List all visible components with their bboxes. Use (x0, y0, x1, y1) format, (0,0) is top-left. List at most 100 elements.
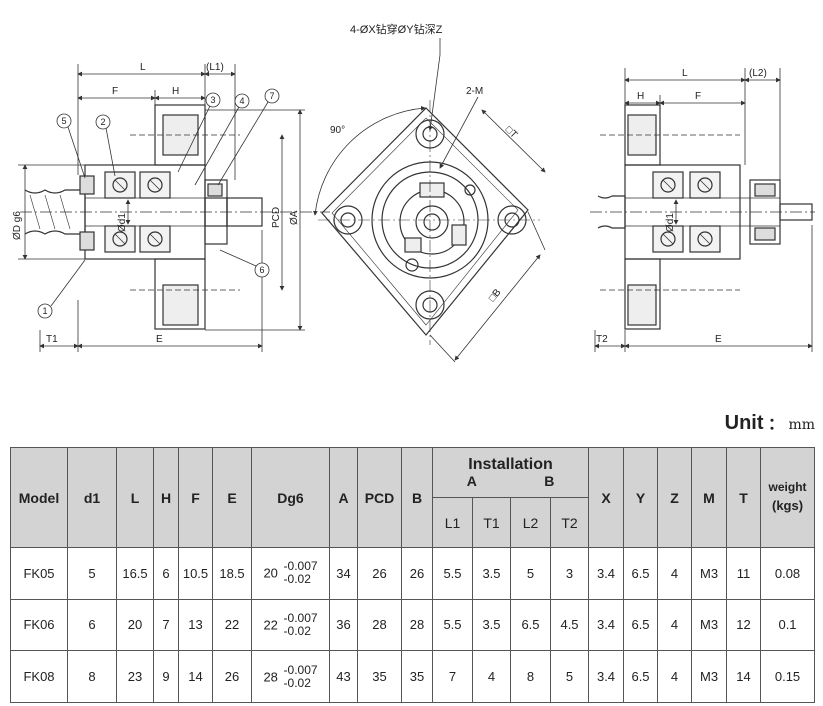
cell-T: 11 (726, 547, 762, 600)
hole-spec-label: 4-ØX钻穿ØY钻深Z (350, 22, 443, 36)
unit-colon: ： (767, 416, 784, 433)
tolerance-lower: -0.02 (283, 623, 311, 638)
cell-H: 9 (153, 650, 179, 703)
cell-L: 16.5 (116, 547, 154, 600)
tolerance-upper: -0.007 (283, 662, 318, 677)
cell-weight: 0.08 (760, 547, 816, 600)
technical-drawings: L (L1) F H E T1 Ød1 ØD g6 PCD ØA 5 2 3 4… (12, 22, 815, 363)
header-L: L (116, 447, 154, 548)
table-row: FK05 5 16.5 6 10.5 18.5 20 -0.007 -0.02 … (10, 547, 816, 600)
dg6-tolerance: -0.007 -0.02 (283, 662, 318, 690)
tolerance-upper: -0.007 (283, 559, 318, 574)
cell-X: 3.4 (588, 598, 625, 652)
front-view-dimensions (313, 38, 546, 363)
tolerance-upper: -0.007 (283, 610, 318, 625)
header-Dg6: Dg6 (251, 447, 330, 548)
cell-d1: 6 (67, 598, 117, 652)
dim-left-A: ØA (289, 210, 300, 225)
cell-H: 6 (153, 547, 179, 600)
cell-T: 14 (726, 650, 762, 703)
dim-right-d1: Ød1 (665, 213, 676, 232)
header-A: A (329, 447, 358, 548)
header-T1: T1 (472, 497, 511, 548)
front-view (318, 100, 540, 345)
spec-table: Model d1 L H F E Dg6 A PCD B Installatio… (10, 447, 816, 703)
cell-L2: 8 (510, 650, 551, 703)
part-callout-numbers: 5 2 3 4 7 6 1 (42, 91, 274, 316)
cell-PCD: 26 (357, 547, 402, 600)
cell-M: M3 (691, 650, 728, 703)
cell-Y: 6.5 (623, 650, 659, 703)
cell-A: 43 (329, 650, 358, 703)
cell-L2: 6.5 (510, 598, 551, 652)
dg6-value: 22 (263, 617, 278, 633)
dim-right-T2: T2 (596, 334, 608, 345)
left-section-view (20, 104, 330, 330)
tolerance-lower: -0.02 (283, 572, 311, 587)
cell-Z: 4 (657, 598, 693, 652)
cell-T: 12 (726, 598, 762, 652)
square-T-label: □T (503, 124, 519, 140)
table-row: FK08 8 23 9 14 26 28 -0.007 -0.02 43 35 … (10, 650, 816, 703)
header-T2: T2 (549, 497, 590, 548)
dim-left-PCD: PCD (271, 207, 282, 228)
header-Y: Y (623, 447, 659, 548)
table-header-row-1: Model d1 L H F E Dg6 A PCD B Installatio… (10, 447, 816, 548)
front-view-labels: 4-ØX钻穿ØY钻深Z 2-M 90° □T □B (330, 22, 519, 304)
header-model: Model (10, 447, 68, 548)
part-callouts (37, 88, 280, 319)
dim-right-F: F (695, 91, 701, 102)
dim-left-E: E (156, 334, 163, 345)
callout-2: 2 (100, 117, 105, 127)
callout-5: 5 (61, 116, 66, 126)
cell-E: 26 (212, 650, 252, 703)
cell-A: 36 (329, 598, 358, 652)
header-d1: d1 (67, 447, 117, 548)
header-T: T (726, 447, 762, 548)
installation-A: A (466, 473, 477, 489)
header-B: B (401, 447, 433, 548)
cell-B: 28 (401, 598, 433, 652)
right-dimension-labels: L (L2) H F E T2 Ød1 (596, 68, 767, 345)
right-dimensions (594, 68, 813, 352)
cell-A: 34 (329, 547, 358, 600)
tolerance-lower: -0.02 (283, 675, 311, 690)
cell-model: FK05 (10, 547, 68, 600)
cell-model: FK06 (10, 598, 68, 652)
cell-T2: 5 (549, 650, 590, 703)
cell-B: 26 (401, 547, 433, 600)
cell-F: 13 (178, 598, 213, 652)
dim-left-d1: Ød1 (117, 213, 128, 232)
dim-left-T1: T1 (46, 334, 58, 345)
cell-PCD: 35 (357, 650, 402, 703)
square-B-label: □B (487, 287, 504, 304)
cell-weight: 0.1 (760, 598, 816, 652)
cell-T2: 4.5 (549, 598, 590, 652)
cell-weight: 0.15 (760, 650, 816, 703)
header-weight: weight (kgs) (760, 447, 816, 548)
cell-L1: 7 (432, 650, 473, 703)
dim-right-L2: (L2) (749, 68, 767, 79)
unit-label-row: Unit ： mm (700, 410, 815, 435)
cell-F: 10.5 (178, 547, 213, 600)
installation-title: Installation (468, 456, 553, 473)
cell-d1: 5 (67, 547, 117, 600)
cell-Z: 4 (657, 547, 693, 600)
cell-L: 20 (116, 598, 154, 652)
cell-Y: 6.5 (623, 547, 659, 600)
callout-3: 3 (210, 95, 215, 105)
header-Z: Z (657, 447, 693, 548)
cell-L1: 5.5 (432, 598, 473, 652)
dim-left-F: F (112, 86, 118, 97)
cell-E: 18.5 (212, 547, 252, 600)
installation-B: B (544, 473, 555, 489)
left-dimensions (18, 64, 305, 352)
dim-left-L: L (140, 62, 146, 73)
cell-T1: 4 (472, 650, 511, 703)
cell-model: FK08 (10, 650, 68, 703)
cell-T2: 3 (549, 547, 590, 600)
cell-Dg6: 20 -0.007 -0.02 (251, 547, 330, 600)
cell-PCD: 28 (357, 598, 402, 652)
angle-label: 90° (330, 125, 345, 136)
dg6-tolerance: -0.007 -0.02 (284, 560, 318, 586)
